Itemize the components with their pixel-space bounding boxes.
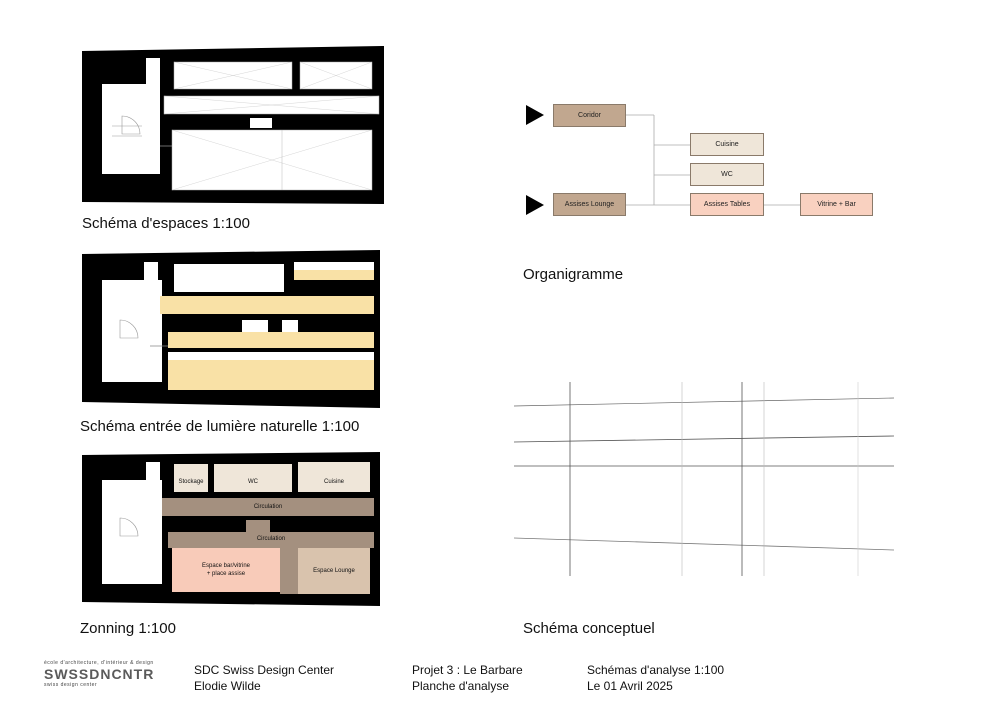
caption-plan-zoning: Zonning 1:100 [80,620,176,637]
zone-label-circulation-2: Circulation [256,536,286,542]
footer-school: SDC Swiss Design Center Elodie Wilde [194,662,334,694]
author-name: Elodie Wilde [194,679,261,693]
plan-spaces [82,46,387,211]
zone-label-wc: WC [248,479,258,485]
project-name: Projet 3 : Le Barbare [412,663,523,677]
node-lounge: Assises Lounge [553,193,626,216]
sheet-name: Planche d'analyse [412,679,510,693]
logo-subtitle: swiss design center [44,682,98,688]
plan-light [82,250,387,410]
zone-label-kitchen: Cuisine [323,479,344,485]
plan-zoning-drawing [82,452,380,606]
concept-diagram [513,382,895,576]
arrow-icon [526,105,544,125]
school-name: SDC Swiss Design Center [194,663,335,677]
zone-label-bar-2: + place assise [206,571,246,577]
plan-zoning: Stockage WC Cuisine Circulation Circulat… [82,452,387,608]
sheet-title: Schémas d'analyse 1:100 [587,663,725,677]
sheet-date: Le 01 Avril 2025 [587,679,673,693]
footer-sheet: Schémas d'analyse 1:100 Le 01 Avril 2025 [587,662,724,694]
logo-wordmark: SWSSDNCNTR [44,666,155,682]
node-tables: Assises Tables [690,193,764,216]
plan-light-drawing [82,250,380,408]
caption-concept: Schéma conceptuel [523,620,655,637]
zone-label-circulation-1: Circulation [253,504,283,510]
school-logo: école d'architecture, d'intérieur & desi… [44,660,174,688]
zone-label-storage: Stockage [178,479,204,485]
node-bar: Vitrine + Bar [800,193,873,216]
node-corridor: Coridor [553,104,626,127]
caption-organigram: Organigramme [523,266,624,283]
organigram-connectors [526,105,800,215]
arrow-icon [526,195,544,215]
node-kitchen: Cuisine [690,133,764,156]
caption-plan-light: Schéma entrée de lumière naturelle 1:100 [80,418,360,435]
node-wc: WC [690,163,764,186]
logo-tagline: école d'architecture, d'intérieur & desi… [44,660,154,666]
zone-label-bar-1: Espace bar/vitrine [201,563,251,569]
caption-plan-spaces: Schéma d'espaces 1:100 [82,215,250,232]
plan-spaces-drawing [82,46,384,204]
footer-project: Projet 3 : Le Barbare Planche d'analyse [412,662,523,694]
zone-label-lounge: Espace Lounge [313,568,355,574]
